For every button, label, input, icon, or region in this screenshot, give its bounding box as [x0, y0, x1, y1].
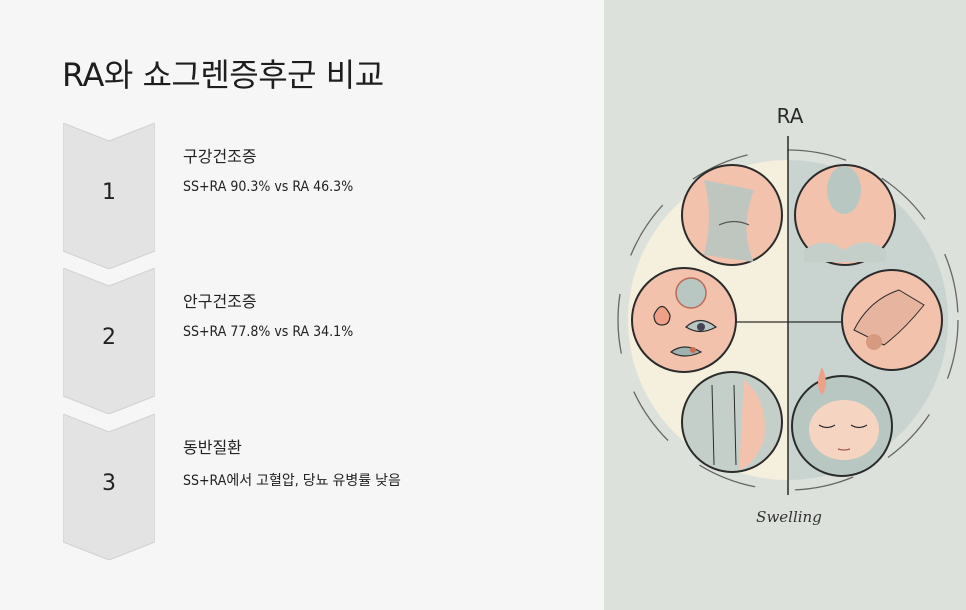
- hand-joint-icon: [841, 269, 943, 371]
- step-2: 2 안구건조증 SS+RA 77.8% vs RA 34.1%: [63, 268, 583, 414]
- step-description: SS+RA에서 고혈압, 당뇨 유병률 낮음: [183, 473, 401, 489]
- sleeping-face-icon: [791, 367, 893, 477]
- ra-symptoms-illustration: [617, 136, 959, 495]
- chevron-shape: [63, 268, 155, 414]
- slide-title: RA와 쇼그렌증후군 비교: [62, 56, 384, 94]
- chevron-shape: [63, 123, 155, 269]
- chevron-shape: [63, 414, 155, 560]
- step-1: 1 구강건조증 SS+RA 90.3% vs RA 46.3%: [63, 123, 583, 269]
- neck-shoulder-icon: [794, 164, 896, 266]
- step-number: 2: [102, 325, 116, 350]
- left-panel: RA와 쇼그렌증후군 비교 1 구강건조증 SS+RA 90.3% vs RA …: [62, 56, 583, 560]
- knee-joint-icon: [681, 164, 783, 266]
- illustration-panel: RA Swelling: [604, 0, 966, 610]
- step-description: SS+RA 90.3% vs RA 46.3%: [183, 179, 354, 195]
- step-title: 동반질환: [183, 438, 242, 457]
- step-title: 안구건조증: [183, 292, 257, 311]
- swelling-label: Swelling: [756, 508, 822, 526]
- step-number: 3: [102, 471, 116, 496]
- dry-eye-icon: [631, 267, 737, 373]
- step-description: SS+RA 77.8% vs RA 34.1%: [183, 324, 354, 340]
- ra-label: RA: [776, 104, 804, 128]
- step-title: 구강건조증: [183, 147, 257, 166]
- step-number: 1: [102, 180, 116, 205]
- skin-inflammation-icon: [681, 371, 783, 473]
- step-3: 3 동반질환 SS+RA에서 고혈압, 당뇨 유병률 낮음: [63, 414, 583, 560]
